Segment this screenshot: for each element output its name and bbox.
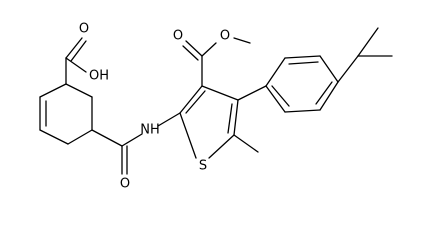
ester-carbonyl-oxygen-label: O [173,29,183,44]
bond [284,55,321,59]
bond [121,133,143,147]
bond [65,57,87,73]
acid-hydroxyl-label: OH [89,69,109,84]
bond [39,83,67,98]
bond [315,81,333,105]
bond [179,85,203,114]
bond [319,81,339,111]
bond [65,83,93,98]
bond [319,55,339,83]
bond [65,37,83,59]
bond [185,40,203,57]
bond [201,85,239,101]
bond [237,85,267,101]
molecule-svg: O OH O NH O O S [39,22,393,192]
bond [284,109,321,113]
bond [227,103,233,134]
amide-oxygen-label: O [120,177,130,192]
bond [233,99,239,136]
bond [265,85,286,113]
bond [337,55,359,83]
bond [233,134,259,153]
bond [288,61,319,65]
atom-labels: O OH O NH O O S [79,22,230,192]
ester-oxygen-label: O [220,29,230,44]
bond [157,112,181,127]
bond [39,129,69,145]
acid-carbonyl-oxygen-label: O [79,22,89,37]
bond [271,85,290,107]
chemical-structure-diagram: O OH O NH O O S [39,22,393,192]
bond [185,90,206,114]
bond [182,45,199,61]
bond-lines [39,27,393,175]
amide-nitrogen-label: NH [140,123,160,138]
thiophene-sulfur-label: S [199,159,207,174]
bond [208,134,235,159]
bond [233,37,251,44]
bond [70,40,87,62]
bond [67,129,93,145]
bond [265,57,286,87]
bond [179,112,197,159]
bond [91,129,123,147]
bond [357,27,379,57]
bond [201,42,217,57]
